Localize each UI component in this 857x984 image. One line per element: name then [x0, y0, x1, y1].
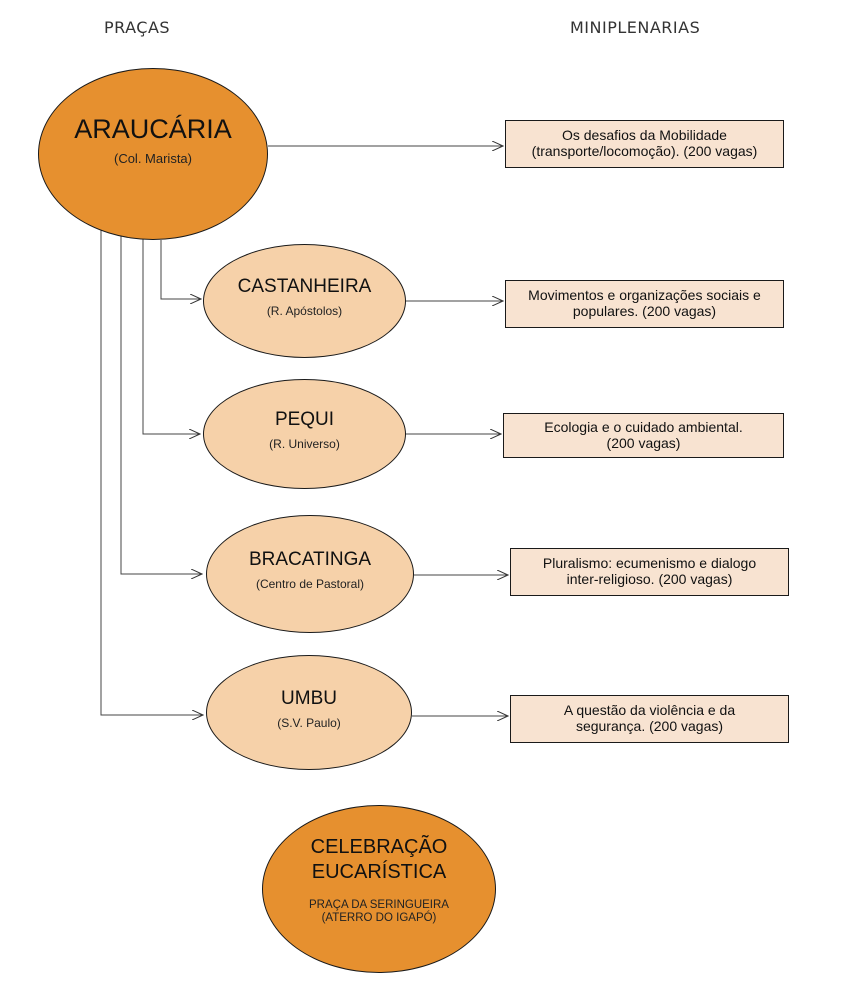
praca-name: UMBU [281, 687, 337, 709]
column-header-miniplenarias: MINIPLENARIAS [570, 18, 701, 37]
praca-location: (R. Apóstolos) [266, 304, 343, 319]
praca-name: CASTANHEIRA [237, 276, 372, 298]
connector-araucaria-bracatinga [120, 232, 202, 574]
celebracao-title: CELEBRAÇÃO EUCARÍSTICA [311, 835, 448, 885]
connector-araucaria-umbu [100, 222, 203, 715]
miniplenaria-violencia: A questão da violência e da segurança. (… [510, 695, 789, 743]
connector-araucaria-castanheira [160, 240, 201, 299]
connector-araucaria-pequi [142, 238, 200, 434]
praca-araucaria: ARAUCÁRIA (Col. Marista) [38, 68, 268, 240]
miniplenaria-movimentos: Movimentos e organizações sociais e popu… [505, 280, 784, 328]
praca-name: PEQUI [274, 409, 335, 431]
celebracao-title-line2: EUCARÍSTICA [311, 861, 447, 884]
celebracao-location-line2: (ATERRO DO IGAPÓ) [321, 912, 437, 924]
praca-pequi: PEQUI (R. Universo) [203, 379, 406, 489]
miniplenaria-text: Os desafios da Mobilidade (transporte/lo… [531, 127, 758, 159]
praca-umbu: UMBU (S.V. Paulo) [206, 655, 412, 770]
praca-castanheira: CASTANHEIRA (R. Apóstolos) [203, 244, 406, 358]
miniplenaria-pluralismo: Pluralismo: ecumenismo e dialogo inter-r… [510, 548, 789, 596]
miniplenaria-text: A questão da violência e da segurança. (… [563, 702, 736, 734]
celebracao-location: PRAÇA DA SERINGUEIRA (ATERRO DO IGAPÓ) [309, 899, 449, 924]
praca-location: (S.V. Paulo) [277, 715, 341, 730]
praca-name: BRACATINGA [248, 549, 372, 571]
celebracao-title-line1: CELEBRAÇÃO [310, 836, 448, 859]
miniplenaria-text: Ecologia e o cuidado ambiental. (200 vag… [544, 418, 743, 451]
praca-location: (Centro de Pastoral) [255, 577, 365, 592]
celebracao-location-line1: PRAÇA DA SERINGUEIRA [309, 899, 449, 912]
miniplenaria-text: Movimentos e organizações sociais e popu… [528, 287, 761, 319]
praca-bracatinga: BRACATINGA (Centro de Pastoral) [206, 515, 414, 633]
praca-name: ARAUCÁRIA [74, 113, 232, 144]
miniplenaria-text: Pluralismo: ecumenismo e dialogo inter-r… [542, 555, 757, 587]
column-header-pracas: PRAÇAS [104, 18, 171, 37]
praca-location: (R. Universo) [269, 437, 340, 452]
miniplenaria-ecologia: Ecologia e o cuidado ambiental. (200 vag… [503, 413, 784, 458]
miniplenaria-mobilidade: Os desafios da Mobilidade (transporte/lo… [505, 120, 784, 168]
praca-location: (Col. Marista) [113, 151, 192, 167]
celebracao-eucaristica: CELEBRAÇÃO EUCARÍSTICA PRAÇA DA SERINGUE… [262, 805, 496, 973]
